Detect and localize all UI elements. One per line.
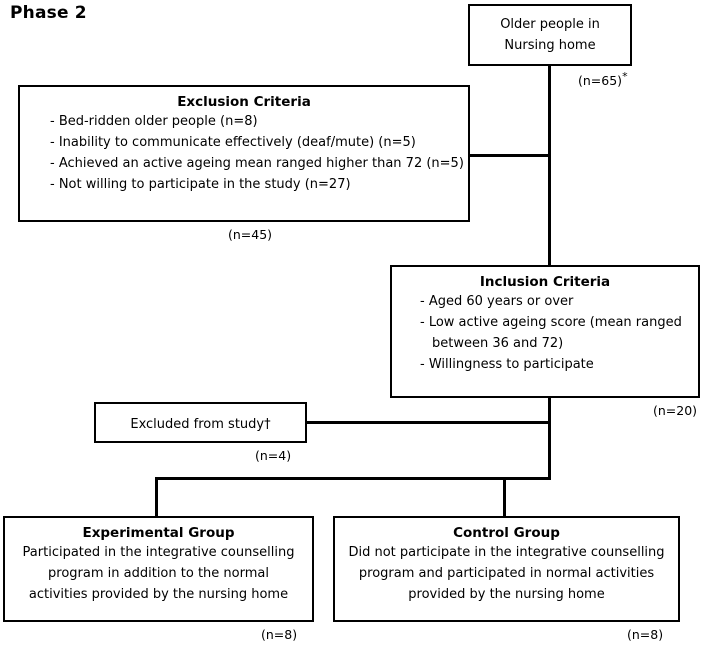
count-label-excluded: (n=4) (255, 448, 292, 463)
connector-to-excluded-from-study (307, 421, 550, 424)
node-control-line: Did not participate in the integrative c… (348, 545, 665, 561)
node-older-people-nursing-home: Older people in Nursing home (468, 4, 632, 66)
count-label-exclusion: (n=45) (228, 227, 273, 242)
node-inclusion-item: - Aged 60 years or over (420, 294, 574, 310)
node-excluded-label: Excluded from study† (130, 417, 271, 432)
count-label-experimental: (n=8) (261, 627, 298, 642)
node-exclusion-item: - Achieved an active ageing mean ranged … (50, 156, 464, 172)
count-label-inclusion: (n=20) (653, 403, 698, 418)
node-inclusion-criteria: Inclusion Criteria - Aged 60 years or ov… (390, 265, 700, 398)
node-exclusion-title: Exclusion Criteria (177, 94, 311, 110)
footnote-marker-asterisk: * (622, 70, 628, 83)
node-exclusion-item: - Inability to communicate effectively (… (50, 135, 416, 151)
node-experimental-line: activities provided by the nursing home (28, 587, 289, 603)
node-experimental-line: program in addition to the normal (48, 566, 269, 582)
node-control-line: provided by the nursing home (408, 587, 605, 603)
page-title: Phase 2 (10, 3, 87, 23)
node-control-title: Control Group (453, 525, 560, 541)
count-label-control: (n=8) (627, 627, 664, 642)
connector-source-to-inclusion (548, 66, 551, 266)
node-exclusion-item: - Not willing to participate in the stud… (50, 177, 351, 193)
node-source-line-2: Nursing home (504, 38, 596, 54)
connector-split-bar (155, 477, 551, 480)
count-label-source: (n=65)* (578, 70, 628, 88)
node-control-group: Control Group Did not participate in the… (333, 516, 680, 622)
connector-to-experimental-group (155, 477, 158, 517)
node-inclusion-title: Inclusion Criteria (479, 274, 611, 290)
node-exclusion-item: - Bed-ridden older people (n=8) (50, 114, 258, 130)
connector-inclusion-to-split (548, 398, 551, 480)
node-experimental-line: Participated in the integrative counsell… (22, 545, 295, 561)
node-control-line: program and participated in normal activ… (358, 566, 655, 582)
count-label-source-text: (n=65) (578, 73, 623, 89)
node-experimental-title: Experimental Group (82, 525, 235, 541)
node-exclusion-criteria: Exclusion Criteria - Bed-ridden older pe… (18, 85, 470, 222)
node-experimental-group: Experimental Group Participated in the i… (3, 516, 314, 622)
node-excluded-from-study: Excluded from study† (94, 402, 307, 443)
node-source-line-1: Older people in (500, 17, 600, 32)
node-inclusion-item: - Willingness to participate (420, 357, 594, 373)
node-inclusion-item-continuation: between 36 and 72) (432, 336, 564, 352)
node-inclusion-item: - Low active ageing score (mean ranged (420, 315, 682, 331)
connector-to-control-group (503, 477, 506, 517)
connector-to-exclusion-box (468, 154, 551, 157)
